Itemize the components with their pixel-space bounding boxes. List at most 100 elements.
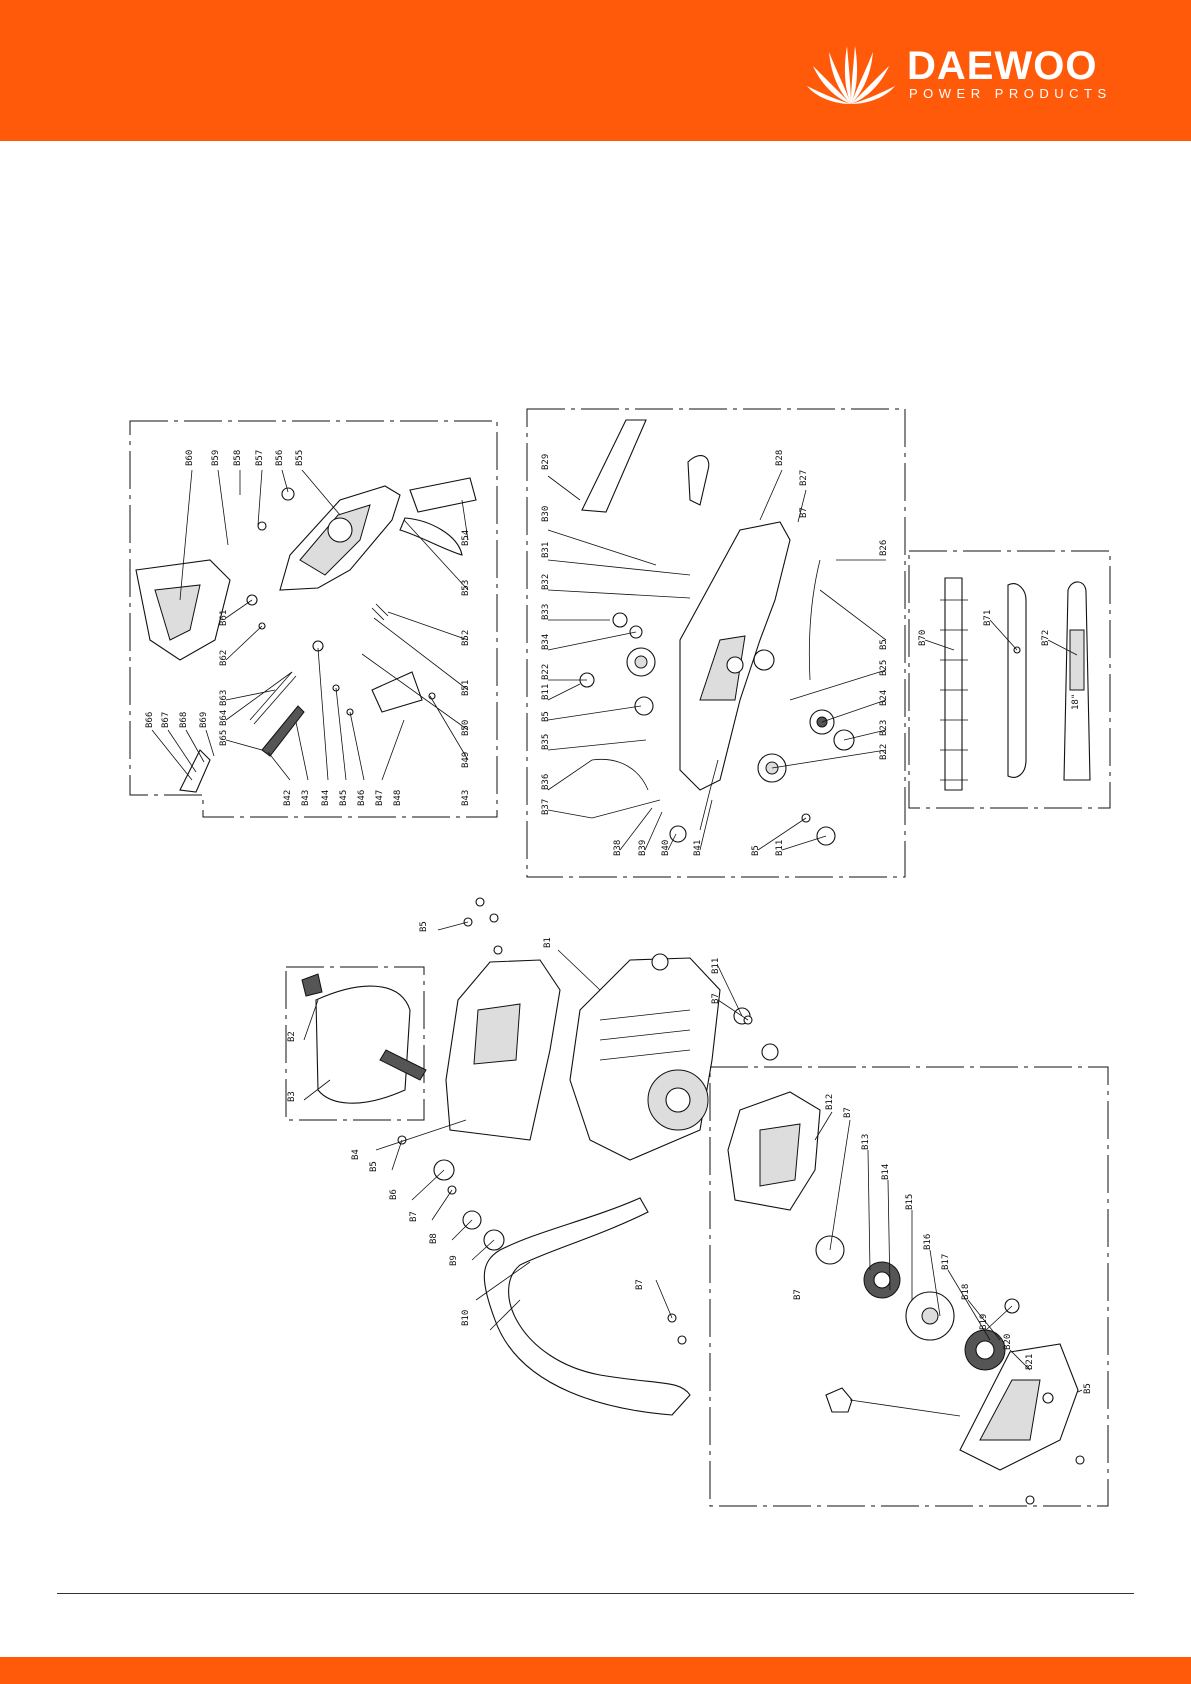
callout-b40: B40 <box>661 840 671 856</box>
callout-b22: B22 <box>879 744 889 760</box>
callout-b30: B30 <box>541 506 551 522</box>
brand-name: DAEWOO <box>907 44 1098 88</box>
callout-b46: B46 <box>357 790 367 806</box>
callout-b57: B57 <box>255 450 265 466</box>
callout-b69: B69 <box>199 712 209 728</box>
callout-b59: B59 <box>211 450 221 466</box>
callout-b24: B24 <box>879 690 889 706</box>
callout-b60: B60 <box>185 450 195 466</box>
callout-b18: B18 <box>961 1284 971 1300</box>
callout-b49: B49 <box>461 752 471 768</box>
callout-b16: B16 <box>923 1234 933 1250</box>
callout-b55: B55 <box>295 450 305 466</box>
callout-b47: B47 <box>375 790 385 806</box>
callout-b67: B67 <box>161 712 171 728</box>
callout-b25: B25 <box>879 660 889 676</box>
callout-b17: B17 <box>941 1254 951 1270</box>
callout-b26: B26 <box>879 540 889 556</box>
callout-b7: B7 <box>635 1279 645 1290</box>
callout-b41: B41 <box>693 840 703 856</box>
callout-b32: B32 <box>541 574 551 590</box>
callout-b35: B35 <box>541 734 551 750</box>
callout-b9: B9 <box>449 1255 459 1266</box>
callout-b31: B31 <box>541 542 551 558</box>
callout-b7: B7 <box>409 1211 419 1222</box>
callout-b66: B66 <box>145 712 155 728</box>
callout-b64: B64 <box>219 710 229 726</box>
header-band <box>0 0 1191 141</box>
callout-b11: B11 <box>775 840 785 856</box>
callout-b6: B6 <box>389 1189 399 1200</box>
callout-b5: B5 <box>1083 1383 1093 1394</box>
callout-b70: B70 <box>918 630 928 646</box>
callout-b38: B38 <box>613 840 623 856</box>
callout-b48: B48 <box>393 790 403 806</box>
callout-b29: B29 <box>541 454 551 470</box>
callout-b8: B8 <box>429 1233 439 1244</box>
callout-b19: B19 <box>979 1314 989 1330</box>
callout-b42: B42 <box>283 790 293 806</box>
callout-b20: B20 <box>1003 1334 1013 1350</box>
callout-b43: B43 <box>301 790 311 806</box>
callout-b50: B50 <box>461 720 471 736</box>
brand-subtitle: POWER PRODUCTS <box>909 86 1112 101</box>
callout-b58: B58 <box>233 450 243 466</box>
callout-b36: B36 <box>541 774 551 790</box>
callout-b4: B4 <box>351 1149 361 1160</box>
callout-b71: B71 <box>983 610 993 626</box>
callout-b43: B43 <box>461 790 471 806</box>
callout-b28: B28 <box>775 450 785 466</box>
callout-b34: B34 <box>541 634 551 650</box>
callout-b61: B61 <box>219 610 229 626</box>
callout-b15: B15 <box>905 1194 915 1210</box>
callout-b5: B5 <box>879 639 889 650</box>
callout-b1: B1 <box>543 937 553 948</box>
callout-b72: B72 <box>1041 630 1051 646</box>
callout-b7: B7 <box>799 507 809 518</box>
callout-b7: B7 <box>793 1289 803 1300</box>
callout-b5: B5 <box>541 711 551 722</box>
callout-b54: B54 <box>461 530 471 546</box>
footer-band <box>0 1657 1191 1684</box>
callout-b45: B45 <box>339 790 349 806</box>
callout-b10: B10 <box>461 1310 471 1326</box>
callout-b11: B11 <box>541 684 551 700</box>
callout-b2: B2 <box>287 1031 297 1042</box>
callout-b22: B22 <box>541 664 551 680</box>
fan-rays-icon <box>807 46 895 104</box>
daewoo-logo: DAEWOO POWER PRODUCTS <box>805 40 1125 110</box>
callout-b33: B33 <box>541 604 551 620</box>
callout-b37: B37 <box>541 799 551 815</box>
callout-b7: B7 <box>711 993 721 1004</box>
callout-b51: B51 <box>461 680 471 696</box>
footer-rule <box>57 1593 1134 1594</box>
callout-b56: B56 <box>275 450 285 466</box>
callout-b65: B65 <box>219 730 229 746</box>
callout-b39: B39 <box>638 840 648 856</box>
callout-b14: B14 <box>881 1164 891 1180</box>
callout-b27: B27 <box>799 470 809 486</box>
callout-b52: B52 <box>461 630 471 646</box>
callout-b21: B21 <box>1025 1354 1035 1370</box>
callout-b3: B3 <box>287 1091 297 1102</box>
bar-size-label: 18" <box>1071 694 1081 710</box>
callout-b12: B12 <box>825 1094 835 1110</box>
callout-b7: B7 <box>843 1107 853 1118</box>
callout-b68: B68 <box>179 712 189 728</box>
callout-b62: B62 <box>219 650 229 666</box>
callout-b63: B63 <box>219 690 229 706</box>
callout-b53: B53 <box>461 580 471 596</box>
callout-b5: B5 <box>751 845 761 856</box>
callout-b44: B44 <box>321 790 331 806</box>
callout-b13: B13 <box>861 1134 871 1150</box>
callout-b11: B11 <box>711 958 721 974</box>
callout-b5: B5 <box>369 1161 379 1172</box>
callout-b23: B23 <box>879 720 889 736</box>
callout-b5: B5 <box>419 921 429 932</box>
